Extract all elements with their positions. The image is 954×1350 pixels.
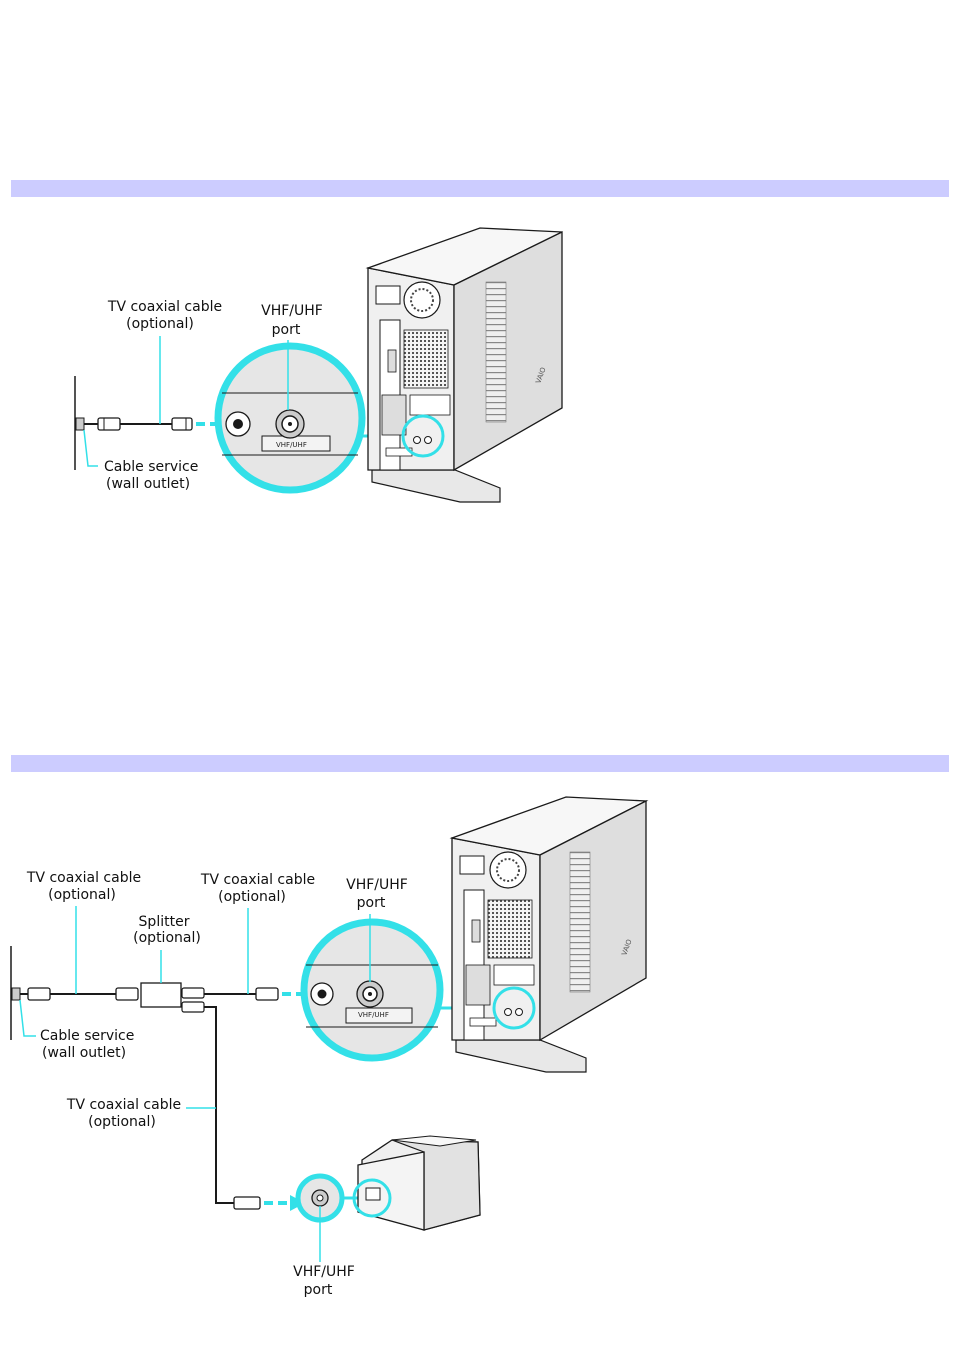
- diagram-1: VHF/UHF VAIO TV: [75, 228, 562, 502]
- coax-cable-label: (optional): [48, 887, 116, 903]
- splitter: [141, 983, 204, 1012]
- vhf-uhf-port-label: VHF/UHF: [261, 303, 323, 319]
- cable-service-label: Cable service: [40, 1028, 134, 1044]
- coax-cable: [20, 988, 138, 1000]
- magnified-port-panel: VHF/UHF: [304, 922, 440, 1058]
- coax-cable-label: (optional): [218, 889, 286, 905]
- port-marking: VHF/UHF: [276, 441, 307, 449]
- vhf-uhf-port-label: port: [272, 322, 301, 338]
- cable-service-label: Cable service: [104, 459, 198, 475]
- coax-cable: [84, 418, 192, 430]
- coax-cable-label: (optional): [126, 316, 194, 332]
- vhf-uhf-port-label: port: [357, 895, 386, 911]
- coax-cable-label: TV coaxial cable: [26, 870, 141, 886]
- coax-cable-label: (optional): [88, 1114, 156, 1130]
- magnified-port-panel: VHF/UHF: [218, 346, 362, 490]
- leader-line: [20, 1000, 36, 1036]
- wall-outlet: [75, 376, 84, 470]
- vhf-uhf-port-label: VHF/UHF: [293, 1264, 355, 1280]
- vhf-uhf-port-label: port: [304, 1282, 333, 1298]
- diagram-2: VHF/UHF VAIO: [11, 797, 646, 1298]
- tower-computer: VAIO: [368, 228, 562, 502]
- coax-cable-label: TV coaxial cable: [107, 299, 222, 315]
- television: [354, 1136, 480, 1230]
- tower-computer: VAIO: [452, 797, 646, 1072]
- leader-line: [84, 430, 98, 466]
- vhf-uhf-port-label: VHF/UHF: [346, 877, 408, 893]
- port-marking: VHF/UHF: [358, 1011, 389, 1019]
- coax-cable: [204, 988, 278, 1000]
- coax-cable-label: TV coaxial cable: [200, 872, 315, 888]
- coax-cable-label: TV coaxial cable: [66, 1097, 181, 1113]
- splitter-label: Splitter: [139, 914, 190, 930]
- cable-service-label: (wall outlet): [106, 476, 190, 492]
- wall-outlet: [11, 946, 20, 1040]
- cable-service-label: (wall outlet): [42, 1045, 126, 1061]
- splitter-label: (optional): [133, 930, 201, 946]
